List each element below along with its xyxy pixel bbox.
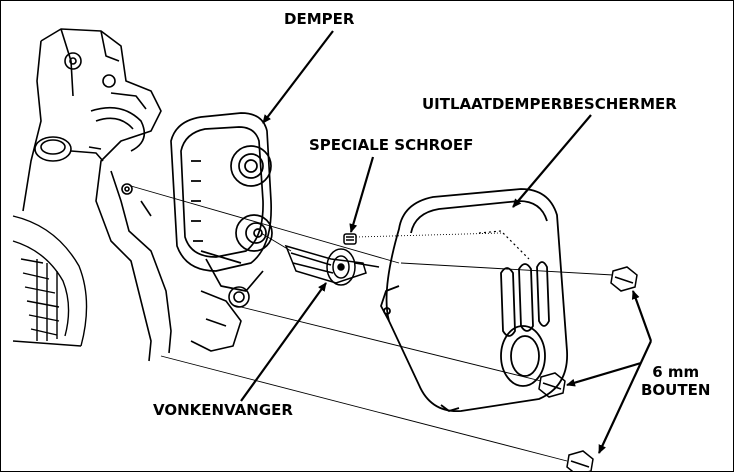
bolt-middle <box>538 372 566 398</box>
arrow-vonk <box>240 282 327 402</box>
arrow-uitlaat <box>512 114 592 208</box>
arrow-bolt-bottom <box>598 340 652 454</box>
muffler-body <box>170 112 273 292</box>
engine-body <box>22 28 250 362</box>
starter-grille <box>12 215 88 347</box>
special-screw <box>343 233 357 245</box>
label-bouten-text: BOUTEN <box>641 381 711 399</box>
spark-arrester <box>284 244 380 286</box>
arrow-demper <box>262 30 334 124</box>
label-speciale-schroef: SPECIALE SCHROEF <box>309 136 474 154</box>
label-uitlaatdemperbeschermer: UITLAATDEMPERBESCHERMER <box>422 95 677 113</box>
arrow-schroef <box>349 156 375 233</box>
bolt-bottom <box>566 450 594 471</box>
label-vonkenvanger: VONKENVANGER <box>153 401 293 419</box>
arrow-bolt-middle <box>566 361 642 387</box>
assembly-lines <box>130 185 614 462</box>
muffler-protector <box>380 188 568 412</box>
label-bouten: 6 mm BOUTEN <box>641 363 710 399</box>
bolts <box>538 266 638 471</box>
label-bouten-size: 6 mm <box>652 363 700 381</box>
arrow-bolt-top <box>631 290 653 342</box>
label-demper: DEMPER <box>284 10 355 28</box>
bolt-top <box>610 266 638 292</box>
leader-arrows <box>240 30 653 454</box>
